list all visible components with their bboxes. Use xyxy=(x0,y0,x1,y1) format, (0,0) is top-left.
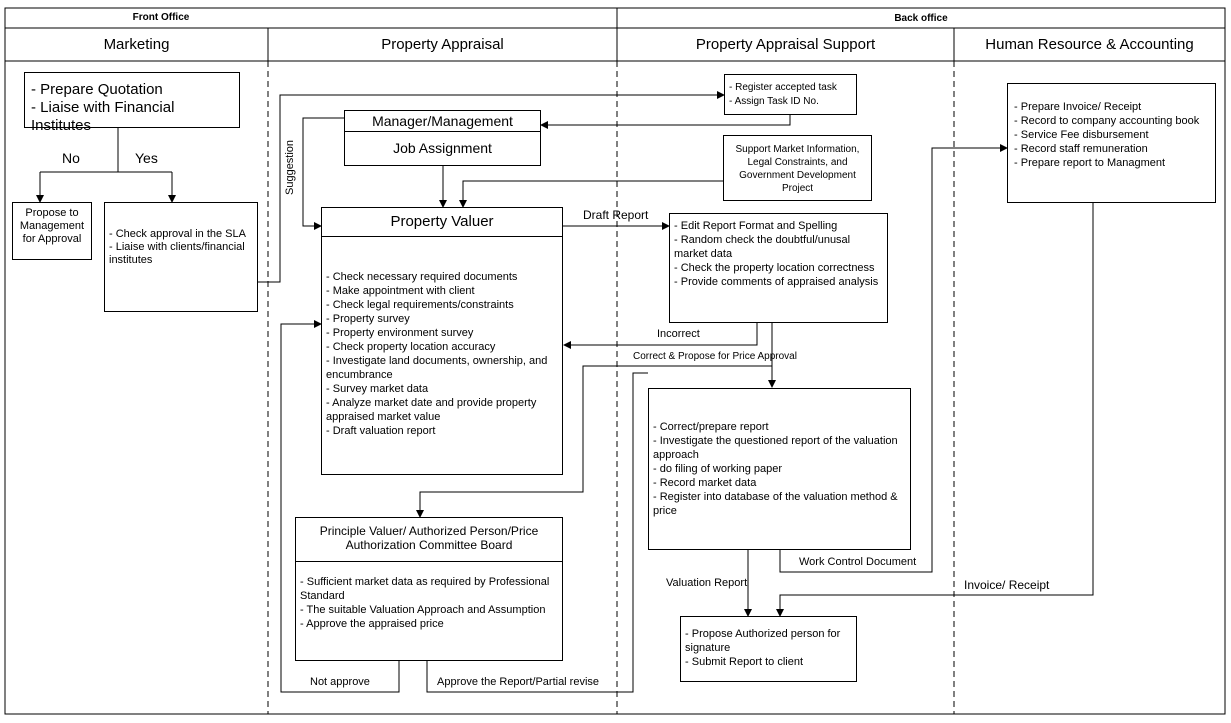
list-item: Prepare Quotation xyxy=(31,81,233,99)
work-control-label: Work Control Document xyxy=(799,556,917,568)
list-item: Prepare report to Managment xyxy=(1014,156,1209,170)
lane-title-appraisal: Property Appraisal xyxy=(381,36,504,53)
list-item: Make appointment with client xyxy=(326,284,558,298)
list-item: Investigate land documents, ownership, a… xyxy=(326,354,558,382)
arrow xyxy=(459,180,723,208)
list-item: Assign Task ID No. xyxy=(729,95,852,109)
diagram-frame xyxy=(4,7,1226,715)
arrow xyxy=(776,203,1094,617)
list-item: Survey market data xyxy=(326,382,558,396)
lane-title-hr: Human Resource & Accounting xyxy=(985,36,1194,53)
list-item: Property environment survey xyxy=(326,326,558,340)
list-item: Service Fee disbursement xyxy=(1014,128,1209,142)
list-item: Check approval in the SLA xyxy=(109,228,253,241)
principal-criteria-list: Sufficient market data as required by Pr… xyxy=(296,562,562,631)
arrow xyxy=(540,115,791,129)
manager-title: Manager/Management xyxy=(345,111,540,132)
arrow xyxy=(258,91,725,283)
list-item: Record staff remuneration xyxy=(1014,142,1209,156)
lane-title-support: Property Appraisal Support xyxy=(695,36,876,53)
back-office-header: Back office xyxy=(894,13,948,24)
list-item: Liaise with Financial Institutes xyxy=(31,99,233,135)
connector xyxy=(426,372,648,693)
list-item: Draft valuation report xyxy=(326,424,558,438)
check-approval-box: Check approval in the SLA Liaise with cl… xyxy=(104,202,258,312)
manager-box: Manager/Management Job Assignment xyxy=(344,110,541,166)
edit-report-box: Edit Report Format and Spelling Random c… xyxy=(669,213,888,323)
arrow xyxy=(302,117,344,230)
draft-report-label: Draft Report xyxy=(583,208,649,222)
market-info-box: Support Market Information, Legal Constr… xyxy=(723,135,872,201)
propose-management-box: Propose to Management for Approval xyxy=(12,202,92,260)
list-item: Correct/prepare report xyxy=(653,420,906,434)
yes-label: Yes xyxy=(135,150,158,166)
arrow xyxy=(416,323,773,518)
property-valuer-box: Property Valuer Check necessary required… xyxy=(321,207,563,475)
list-item: Propose Authorized person for signature xyxy=(685,627,852,655)
suggestion-label: Suggestion xyxy=(284,139,296,195)
principal-valuer-title: Principle Valuer/ Authorized Person/Pric… xyxy=(296,518,562,562)
job-assignment-label: Job Assignment xyxy=(393,140,492,156)
list-item: Provide comments of appraised analysis xyxy=(674,275,883,289)
list-item: Check necessary required documents xyxy=(326,270,558,284)
property-valuer-title: Property Valuer xyxy=(322,208,562,237)
invoice-box: Prepare Invoice/ Receipt Record to compa… xyxy=(1007,83,1216,203)
not-approve-label: Not approve xyxy=(310,676,370,688)
valuer-task-list: Check necessary required documents Make … xyxy=(322,237,562,438)
correct-propose-label: Correct & Propose for Price Approval xyxy=(633,351,797,362)
list-item: Register accepted task xyxy=(729,81,852,95)
list-item: Check the property location correctness xyxy=(674,261,883,275)
register-task-box: Register accepted task Assign Task ID No… xyxy=(724,74,857,115)
list-item: Check legal requirements/constraints xyxy=(326,298,558,312)
quotation-box: Prepare Quotation Liaise with Financial … xyxy=(24,72,240,134)
list-item: Sufficient market data as required by Pr… xyxy=(300,575,558,603)
list-item: Liaise with clients/financial institutes xyxy=(109,241,253,267)
list-item: Record to company accounting book xyxy=(1014,114,1209,128)
front-office-header: Front Office xyxy=(132,12,190,23)
list-item: Approve the appraised price xyxy=(300,617,558,631)
arrow xyxy=(280,320,400,693)
valuation-report-label: Valuation Report xyxy=(666,577,748,589)
list-item: Random check the doubtful/unusal market … xyxy=(674,233,883,261)
list-item: Record market data xyxy=(653,476,906,490)
submit-report-box: Propose Authorized person for signature … xyxy=(680,616,857,682)
list-item: Investigate the questioned report of the… xyxy=(653,434,906,462)
invoice-receipt-label: Invoice/ Receipt xyxy=(964,578,1050,592)
list-item: Register into database of the valuation … xyxy=(653,490,906,518)
list-item: Property survey xyxy=(326,312,558,326)
incorrect-label: Incorrect xyxy=(657,328,700,340)
list-item: Edit Report Format and Spelling xyxy=(674,219,883,233)
no-label: No xyxy=(62,150,80,166)
arrow xyxy=(779,144,1008,573)
list-item: do filing of working paper xyxy=(653,462,906,476)
list-item: Analyze market date and provide property… xyxy=(326,396,558,424)
list-item: Prepare Invoice/ Receipt xyxy=(1014,100,1209,114)
approve-label: Approve the Report/Partial revise xyxy=(437,676,600,688)
lane-title-marketing: Marketing xyxy=(103,36,170,53)
principal-valuer-box: Principle Valuer/ Authorized Person/Pric… xyxy=(295,517,563,661)
list-item: Check property location accuracy xyxy=(326,340,558,354)
list-item: The suitable Valuation Approach and Assu… xyxy=(300,603,558,617)
arrow xyxy=(563,323,758,349)
correct-report-box: Correct/prepare report Investigate the q… xyxy=(648,388,911,550)
list-item: Submit Report to client xyxy=(685,655,852,669)
